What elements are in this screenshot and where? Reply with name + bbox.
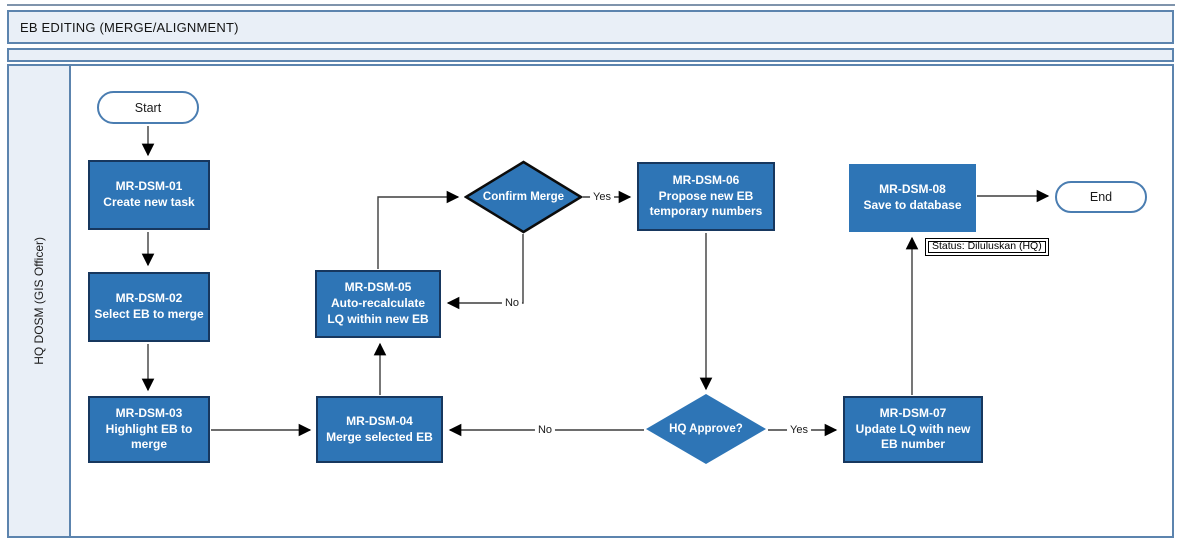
process-node-mr-dsm-07: MR-DSM-07 Update LQ with new EB number <box>843 396 983 463</box>
swimlane-label: HQ DOSM (GIS Officer) <box>32 237 46 365</box>
edge-label-approve-yes: Yes <box>787 423 811 437</box>
process-node-mr-dsm-06: MR-DSM-06 Propose new EB temporary numbe… <box>637 162 775 231</box>
process-node-mr-dsm-08: MR-DSM-08 Save to database <box>849 164 976 232</box>
process-node-label: MR-DSM-04 Merge selected EB <box>326 413 433 444</box>
decision-node-label: Confirm Merge <box>482 191 565 203</box>
process-node-mr-dsm-05: MR-DSM-05 Auto-recalculate LQ within new… <box>315 270 441 338</box>
process-node-label: MR-DSM-07 Update LQ with new EB number <box>855 405 971 452</box>
start-node-label: Start <box>134 100 162 115</box>
diagram-title: EB EDITING (MERGE/ALIGNMENT) <box>20 19 239 35</box>
end-node: End <box>1055 181 1147 213</box>
process-node-label: MR-DSM-08 Save to database <box>863 182 962 212</box>
diamond-shape <box>646 394 766 464</box>
process-node-label: MR-DSM-03 Highlight EB to merge <box>105 405 193 452</box>
status-annotation-text: Status: Diluluskan (HQ) <box>932 240 1042 252</box>
end-node-label: End <box>1089 190 1113 204</box>
process-node-mr-dsm-03: MR-DSM-03 Highlight EB to merge <box>88 396 210 463</box>
diamond-shape <box>464 160 583 234</box>
status-annotation: Status: Diluluskan (HQ) <box>925 238 1049 256</box>
process-node-label: MR-DSM-05 Auto-recalculate LQ within new… <box>327 280 429 326</box>
process-node-mr-dsm-01: MR-DSM-01 Create new task <box>88 160 210 230</box>
swimlane-header: HQ DOSM (GIS Officer) <box>9 66 71 536</box>
page-top-rule <box>7 4 1175 6</box>
edge-label-confirm-no: No <box>501 296 523 310</box>
process-node-mr-dsm-02: MR-DSM-02 Select EB to merge <box>88 272 210 342</box>
phase-separator-band <box>7 48 1174 62</box>
process-node-label: MR-DSM-06 Propose new EB temporary numbe… <box>649 172 763 219</box>
edge-label-approve-no: No <box>534 423 556 437</box>
process-node-label: MR-DSM-02 Select EB to merge <box>94 291 204 321</box>
process-node-mr-dsm-04: MR-DSM-04 Merge selected EB <box>316 396 443 463</box>
start-node: Start <box>97 91 199 124</box>
decision-node-label: HQ Approve? <box>669 423 743 435</box>
decision-node-confirm-merge: Confirm Merge <box>464 160 583 234</box>
edge-label-confirm-yes: Yes <box>590 190 614 204</box>
process-node-label: MR-DSM-01 Create new task <box>103 179 195 209</box>
diagram-title-bar: EB EDITING (MERGE/ALIGNMENT) <box>7 10 1174 44</box>
decision-node-hq-approve: HQ Approve? <box>646 394 766 464</box>
